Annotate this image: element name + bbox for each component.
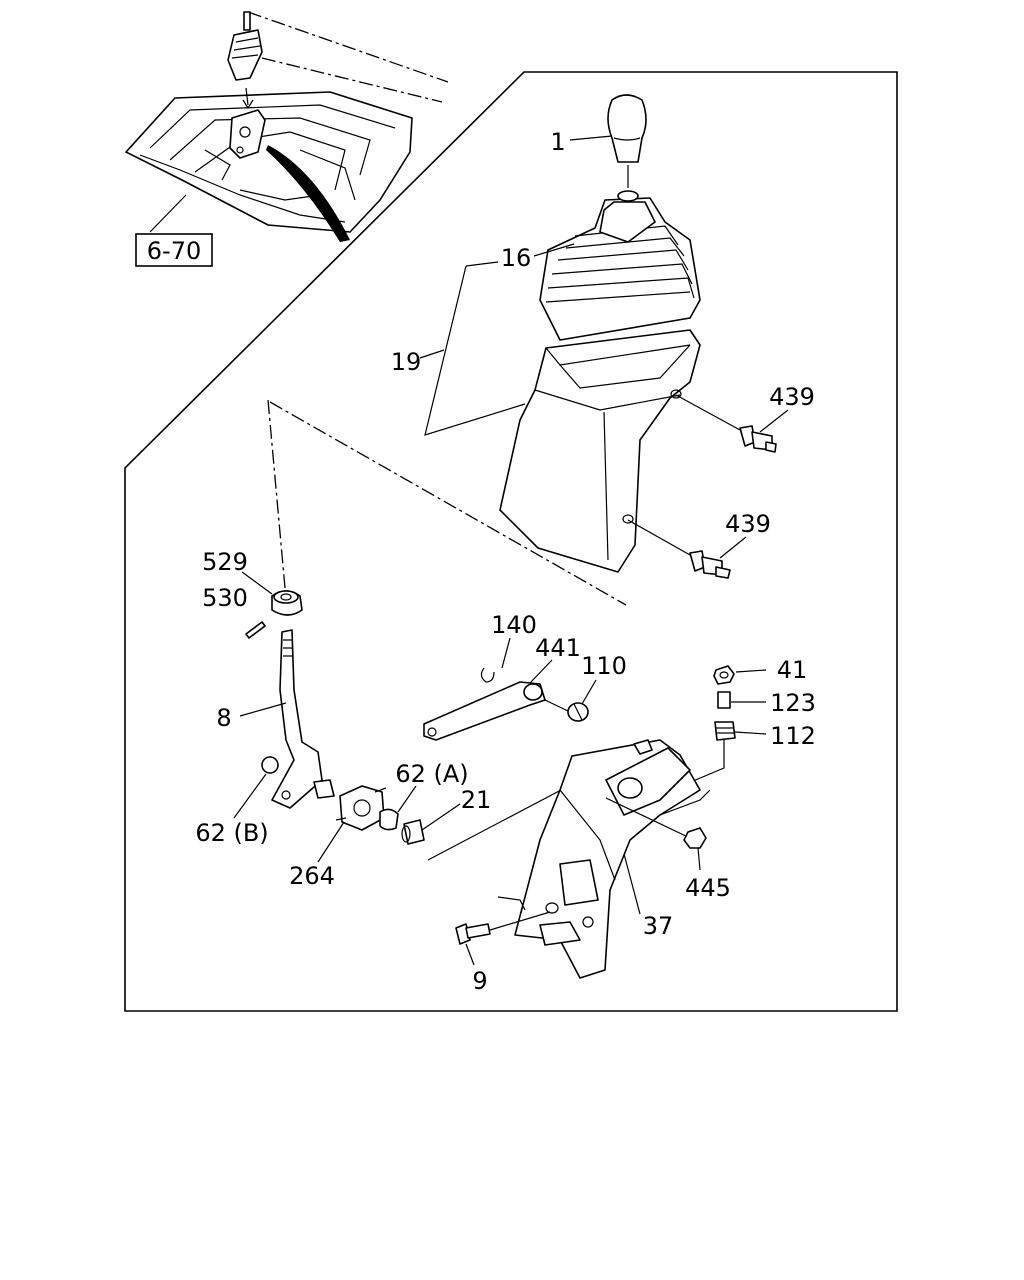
- label-part-140: 140: [491, 611, 537, 639]
- label-part-62b: 62 (B): [195, 819, 268, 847]
- part-spring-110: [567, 702, 589, 722]
- reference-box-frame: [135, 233, 213, 267]
- part-console-cover: [499, 329, 701, 573]
- label-part-439-upper: 439: [769, 383, 815, 411]
- label-part-441: 441: [535, 634, 581, 662]
- part-nut-445: [605, 797, 707, 849]
- part-bushing-62a: [379, 808, 399, 831]
- label-part-110: 110: [581, 652, 627, 680]
- label-part-9: 9: [472, 967, 487, 995]
- label-part-445: 445: [685, 874, 731, 902]
- pointer-wedge: [266, 145, 350, 242]
- label-part-37: 37: [643, 912, 674, 940]
- reference-box-label: 6-70: [147, 237, 201, 265]
- label-part-529: 529: [202, 548, 248, 576]
- label-part-21: 21: [461, 786, 492, 814]
- label-part-439-lower: 439: [725, 510, 771, 538]
- part-bracket-37: [497, 739, 711, 979]
- main-frame: [124, 71, 898, 1012]
- part-nut-41: [713, 665, 735, 685]
- part-plate-264: [335, 785, 387, 831]
- part-shift-lever: [261, 629, 335, 809]
- part-collar-21: [401, 819, 425, 845]
- part-bolt-9: [455, 911, 551, 945]
- label-part-530: 530: [202, 584, 248, 612]
- part-grommet: [271, 590, 303, 616]
- part-link-arm: [423, 681, 571, 741]
- inset-cab-floor: [125, 11, 449, 242]
- label-part-19: 19: [391, 348, 422, 376]
- label-part-123: 123: [770, 689, 816, 717]
- part-screw-upper: [675, 394, 777, 453]
- label-part-112: 112: [770, 722, 816, 750]
- label-part-264: 264: [289, 862, 335, 890]
- part-boot: [539, 190, 701, 341]
- label-part-41: 41: [777, 656, 808, 684]
- label-part-16: 16: [501, 244, 532, 272]
- part-screw-lower: [627, 519, 731, 579]
- label-part-1: 1: [550, 128, 565, 156]
- part-collar-123: [717, 691, 731, 709]
- part-bushing-112: [685, 721, 736, 785]
- label-part-8: 8: [216, 704, 231, 732]
- leader-lines: [233, 135, 789, 966]
- label-part-62a: 62 (A): [395, 760, 468, 788]
- part-pin: [245, 621, 266, 639]
- part-clip: [480, 667, 495, 683]
- part-shift-knob: [607, 94, 647, 188]
